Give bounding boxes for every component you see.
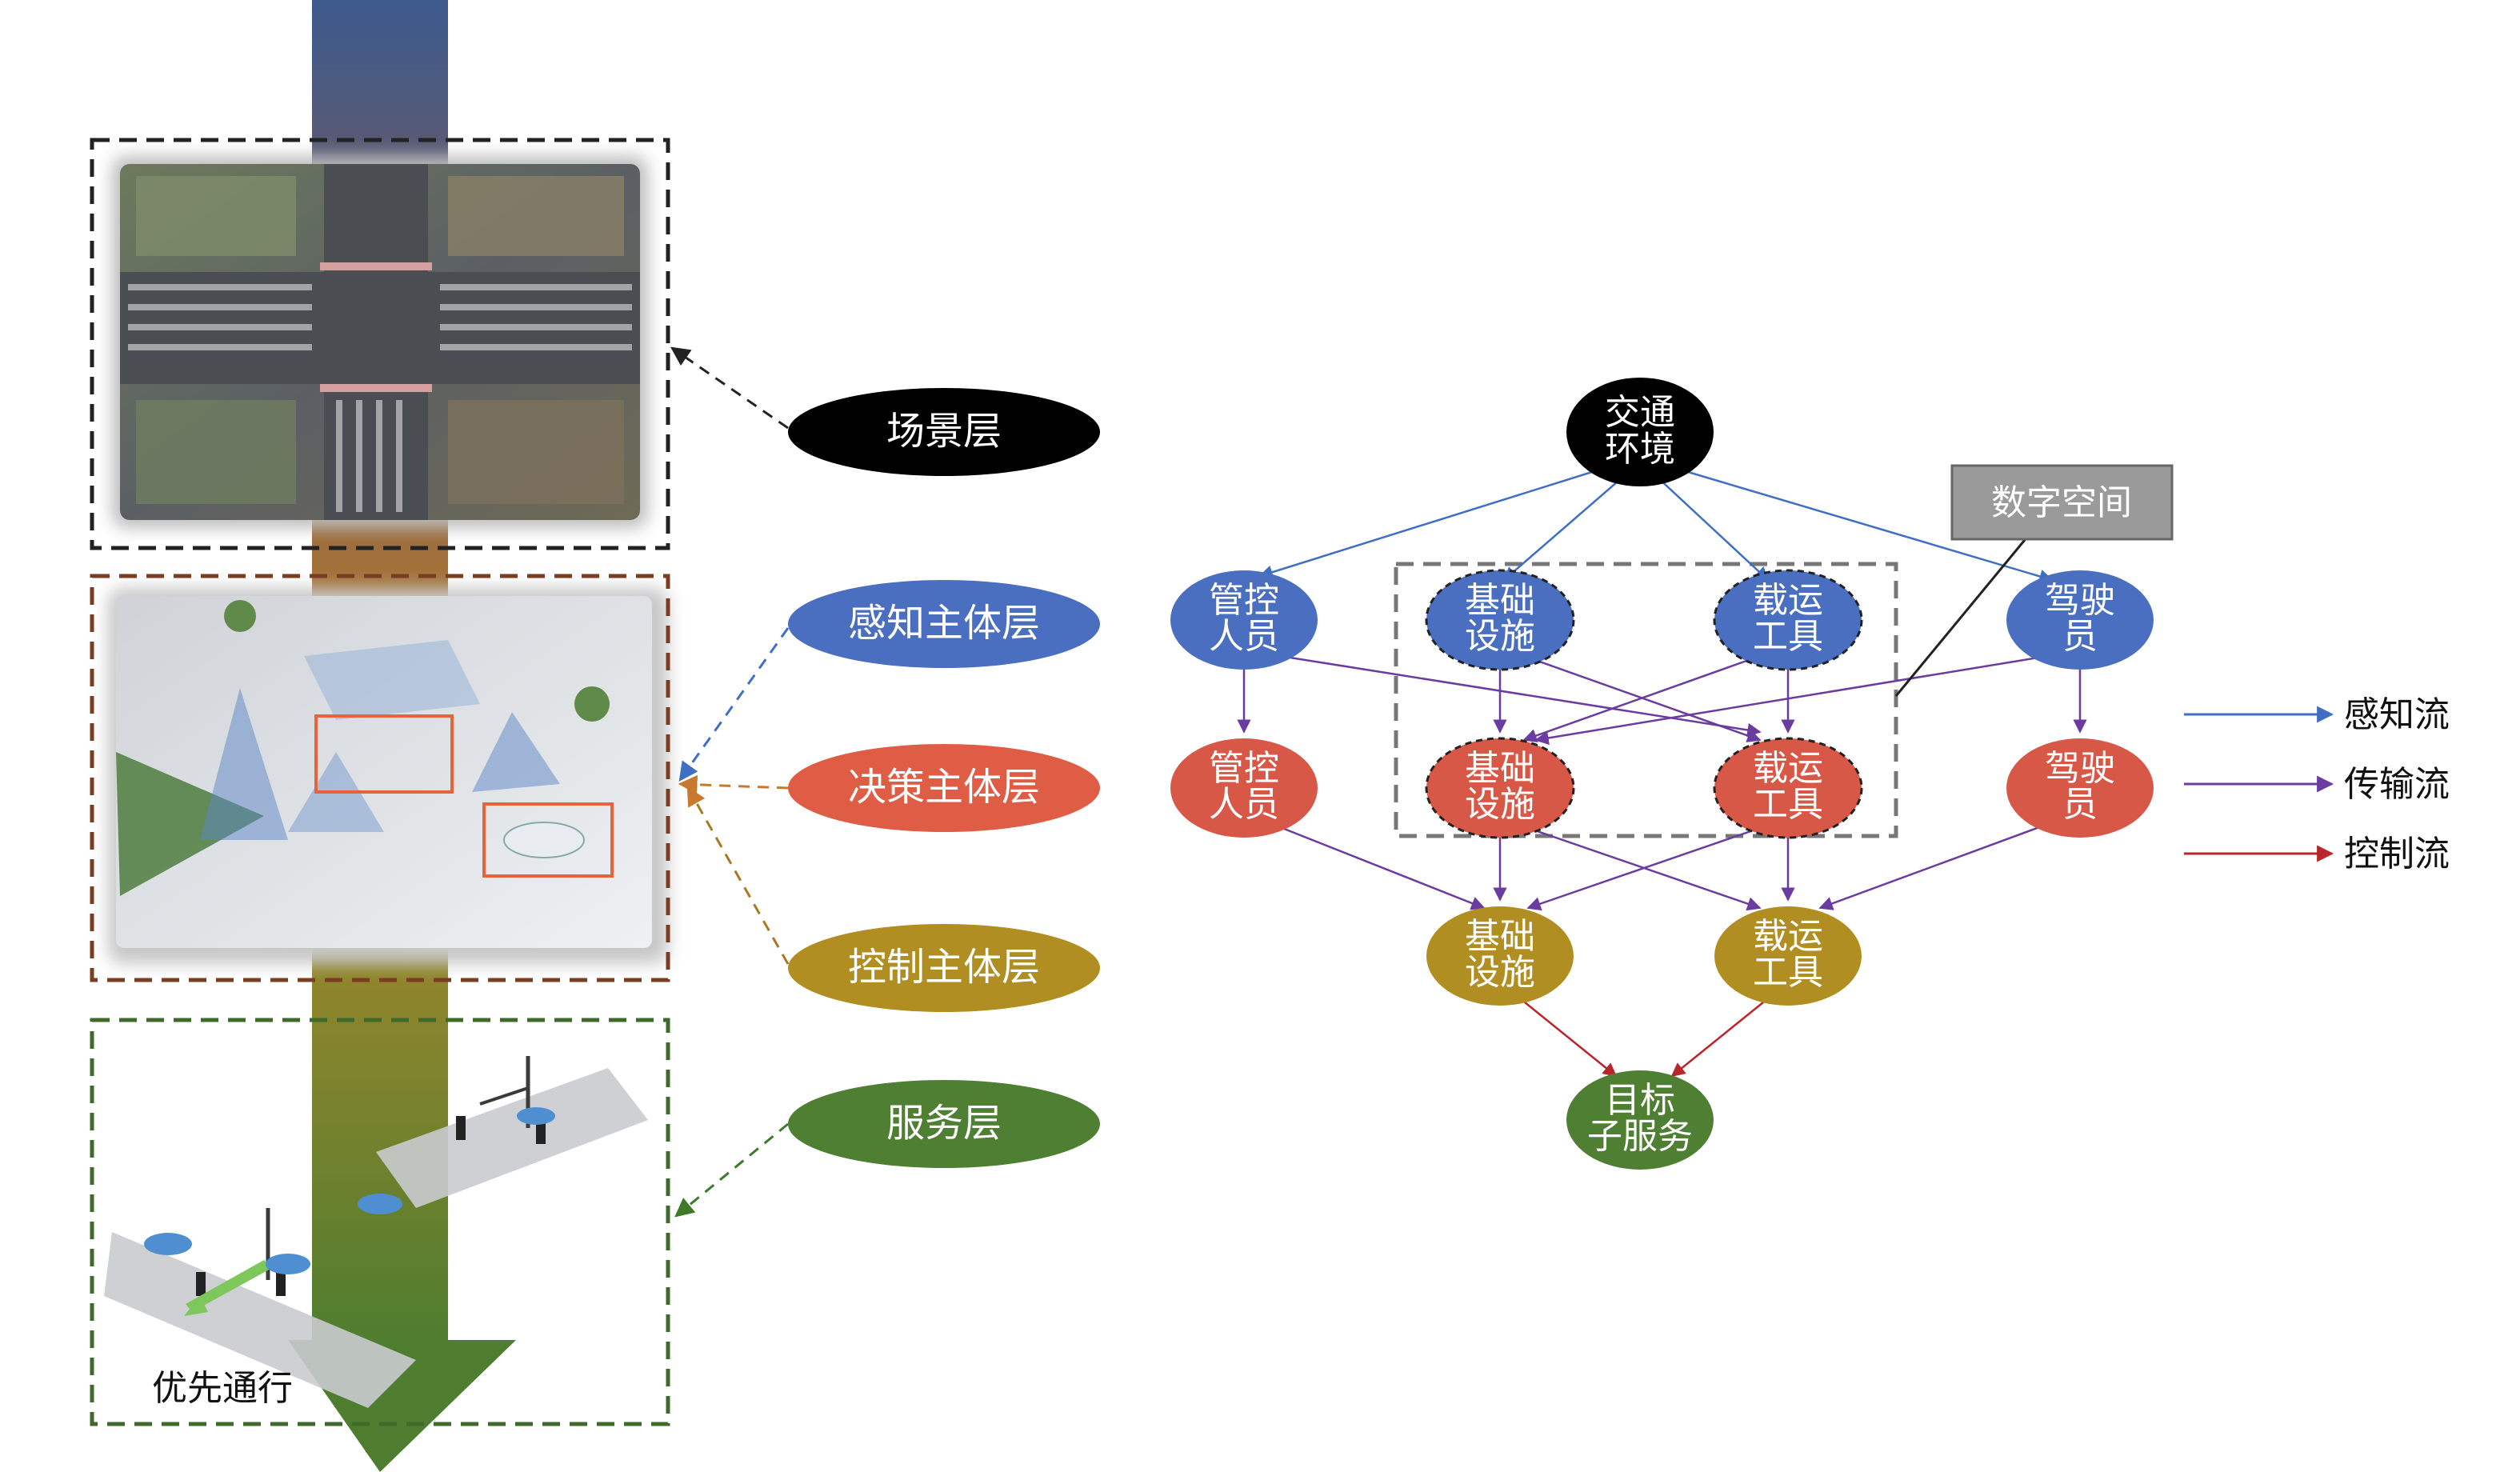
svg-text:员: 员 [2062, 784, 2098, 825]
svg-text:交通: 交通 [1605, 392, 1675, 433]
flow-infra-to-vehicle [1523, 654, 1762, 742]
svg-text:载运: 载运 [1753, 748, 1823, 789]
legend-transmission-flow: 传输流 [2184, 764, 2450, 805]
scene-layer-frame [90, 138, 670, 550]
svg-text:工具: 工具 [1753, 784, 1823, 825]
svg-text:场景层: 场景层 [886, 409, 1002, 454]
flow-dec-vehicle-to-ctrl-infra [1526, 826, 1761, 911]
svg-text:设施: 设施 [1465, 616, 1535, 657]
service-layer-arrow [674, 1122, 789, 1218]
svg-text:设施: 设施 [1465, 952, 1535, 993]
svg-text:驾驶: 驾驶 [2045, 580, 2115, 621]
svg-text:目标: 目标 [1605, 1080, 1675, 1121]
svg-text:传输流: 传输流 [2344, 764, 2450, 805]
node-decision-infrastructure: 基础 设施 [1425, 737, 1575, 839]
svg-text:基础: 基础 [1465, 916, 1535, 957]
flow-manager-to-vehicle [1279, 654, 1762, 738]
node-control-infrastructure: 基础 设施 [1426, 906, 1574, 1006]
svg-text:基础: 基础 [1465, 748, 1535, 789]
node-decision-vehicle: 载运 工具 [1713, 737, 1863, 839]
perception-scene-image [108, 588, 668, 964]
flow-env-to-driver [1687, 470, 2054, 583]
node-target-subservice: 目标 子服务 [1566, 1070, 1714, 1170]
digital-space-label-box: 数字空间 [1950, 464, 2174, 541]
service-layer-frame [90, 1018, 670, 1426]
svg-text:载运: 载运 [1753, 916, 1823, 957]
svg-text:员: 员 [2062, 616, 2098, 657]
layer-decision: 决策主体层 [788, 744, 1100, 832]
digital-space-frame [1394, 562, 1898, 838]
scene-layer-arrow [670, 346, 789, 430]
node-control-vehicle: 载运 工具 [1714, 906, 1862, 1006]
layer-scene: 场景层 [788, 388, 1100, 476]
svg-text:服务层: 服务层 [886, 1101, 1002, 1146]
svg-text:管控: 管控 [1209, 748, 1279, 789]
flow-env-to-manager [1258, 470, 1593, 579]
svg-text:决策主体层: 决策主体层 [848, 765, 1040, 810]
decision-layer-arrow [678, 774, 789, 794]
svg-text:控制流: 控制流 [2344, 834, 2450, 874]
perception-layer-arrow [678, 627, 790, 782]
svg-text:数字空间: 数字空间 [1991, 482, 2132, 523]
middle-layers-frame [90, 574, 670, 982]
svg-text:感知流: 感知流 [2344, 694, 2450, 735]
priority-pass-label: 优先通行 [152, 1368, 293, 1409]
svg-text:设施: 设施 [1465, 784, 1535, 825]
flow-env-to-infra [1502, 475, 1625, 582]
svg-text:人员: 人员 [1209, 784, 1279, 825]
svg-text:载运: 载运 [1753, 580, 1823, 621]
node-perception-infrastructure: 基础 设施 [1425, 569, 1575, 671]
scene-image [112, 156, 648, 528]
node-traffic-environment: 交通 环境 [1566, 378, 1714, 486]
svg-text:工具: 工具 [1753, 616, 1823, 657]
flow-env-to-vehicle [1655, 475, 1770, 582]
flow-dec-driver-to-ctrl-vehicle [1818, 822, 2049, 910]
node-decision-driver: 驾驶 员 [2006, 738, 2154, 838]
legend-control-flow: 控制流 [2184, 834, 2450, 874]
node-perception-manager: 管控 人员 [1170, 570, 1318, 670]
flow-ctrl-vehicle-to-target [1670, 991, 1777, 1078]
legend: 感知流 传输流 控制流 [2184, 694, 2450, 874]
layer-control: 控制主体层 [788, 924, 1100, 1012]
legend-perception-flow: 感知流 [2184, 694, 2450, 735]
layer-perception: 感知主体层 [788, 580, 1100, 668]
layer-service: 服务层 [788, 1080, 1100, 1168]
svg-text:感知主体层: 感知主体层 [848, 601, 1040, 646]
svg-text:子服务: 子服务 [1587, 1116, 1693, 1157]
node-perception-driver: 驾驶 员 [2006, 570, 2154, 670]
flow-ctrl-infra-to-target [1511, 991, 1618, 1078]
control-layer-arrow [686, 786, 790, 965]
service-scene-image [104, 1056, 648, 1408]
svg-text:控制主体层: 控制主体层 [848, 945, 1040, 990]
digital-space-pointer [1894, 535, 2030, 697]
svg-text:环境: 环境 [1605, 429, 1675, 470]
svg-text:工具: 工具 [1753, 952, 1823, 993]
flow-dec-manager-to-ctrl-infra [1271, 822, 1486, 910]
node-perception-vehicle: 载运 工具 [1713, 569, 1863, 671]
svg-text:人员: 人员 [1209, 616, 1279, 657]
svg-text:基础: 基础 [1465, 580, 1535, 621]
node-decision-manager: 管控 人员 [1170, 738, 1318, 838]
flow-driver-to-infra [1534, 654, 2049, 746]
svg-text:管控: 管控 [1209, 580, 1279, 621]
svg-text:驾驶: 驾驶 [2045, 748, 2115, 789]
